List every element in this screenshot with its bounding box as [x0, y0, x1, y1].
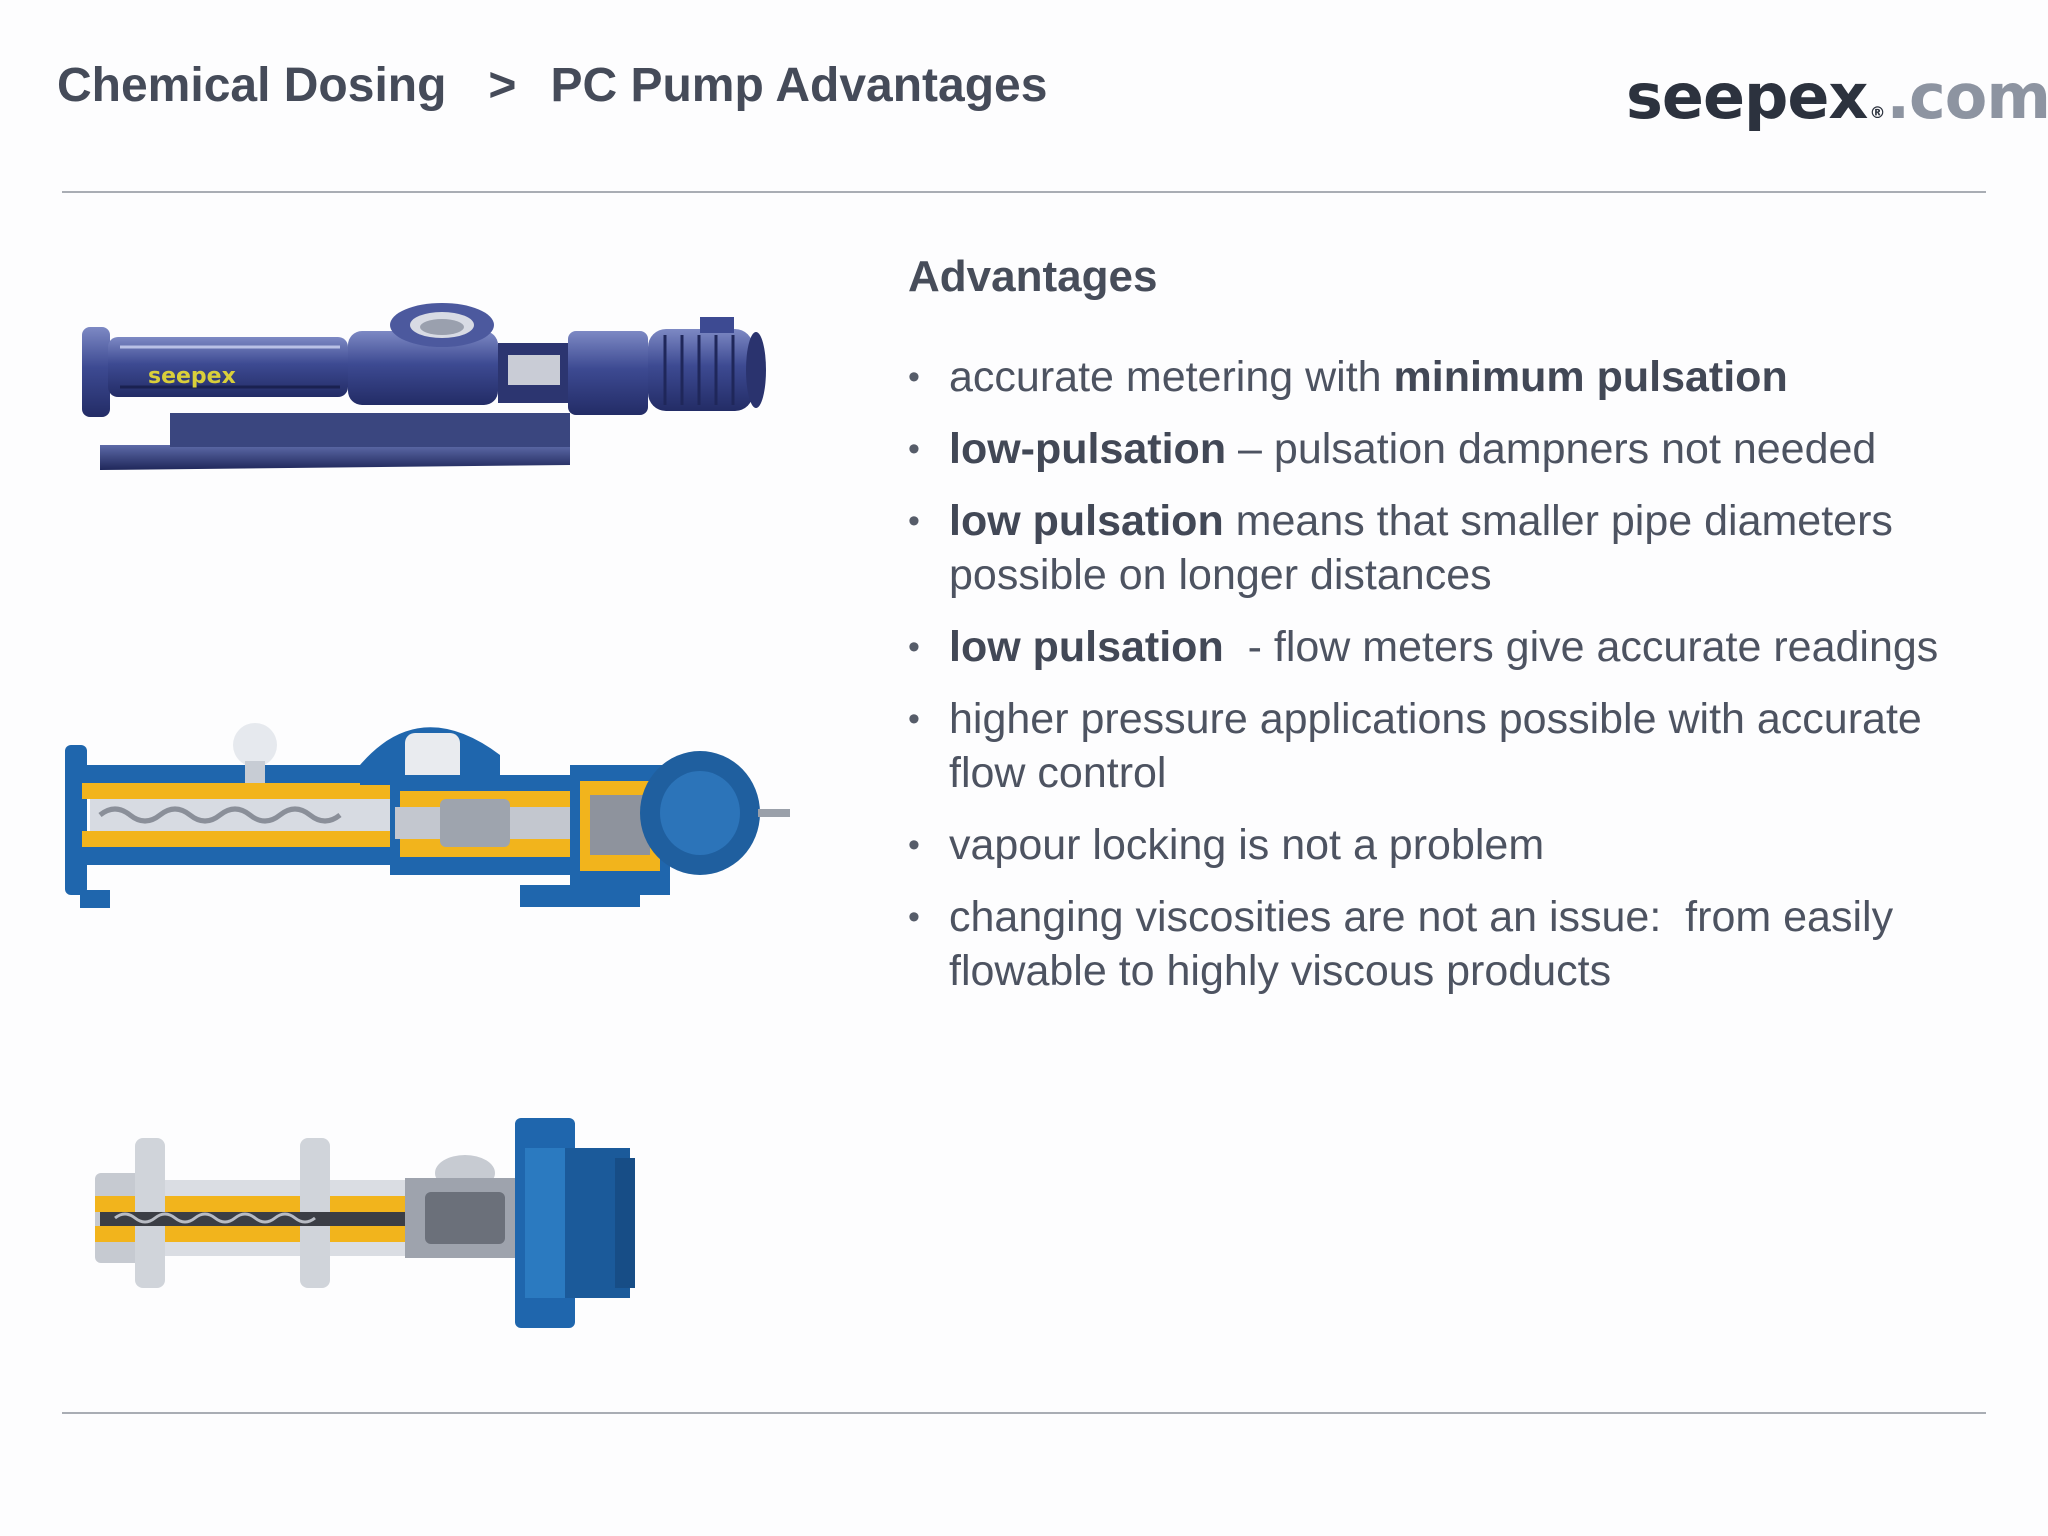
advantage-item: • higher pressure applications possible w… — [908, 692, 1998, 800]
breadcrumb-section: Chemical Dosing — [57, 59, 447, 112]
advantage-text: changing viscosities are not an issue: f… — [949, 893, 1906, 995]
bullet-marker: • — [908, 628, 920, 666]
advantages-section: Advantages • accurate metering with minim… — [908, 252, 1998, 1016]
advantages-heading: Advantages — [908, 252, 1158, 301]
logo-registered-mark: ® — [1869, 103, 1885, 122]
advantage-text: – pulsation dampners not needed — [1226, 425, 1877, 473]
pump-cutaway-small-image — [95, 1118, 640, 1333]
advantage-text: vapour locking is not a problem — [949, 821, 1545, 869]
breadcrumb: Chemical Dosing > PC Pump Advantages — [57, 58, 1047, 113]
casing-brand-text: seepex — [148, 364, 236, 389]
pump-cutaway-image — [60, 695, 790, 915]
bullet-marker: • — [908, 700, 920, 738]
advantage-text: higher pressure applications possible wi… — [949, 695, 1934, 797]
advantage-text: means that smaller pipe diameters possib… — [949, 497, 1905, 599]
advantage-emphasis: low-pulsation — [949, 425, 1227, 473]
advantage-item: • low-pulsation – pulsation dampners not … — [908, 422, 1998, 476]
bullet-marker: • — [908, 826, 920, 864]
bullet-marker: • — [908, 358, 920, 396]
footer-divider — [62, 1412, 1986, 1414]
pump-assembly-image: seepex — [70, 295, 790, 485]
advantage-item: • accurate metering with minimum pulsatio… — [908, 350, 1998, 404]
advantage-item: • low pulsation - flow meters give accura… — [908, 620, 1998, 674]
advantage-item: • changing viscosities are not an issue: … — [908, 890, 1998, 998]
page-title: PC Pump Advantages — [550, 59, 1048, 112]
bullet-marker: • — [908, 430, 920, 468]
header-divider — [62, 191, 1986, 193]
bullet-marker: • — [908, 898, 920, 936]
logo-brand: seepex — [1626, 60, 1868, 133]
advantage-item: • low pulsation means that smaller pipe d… — [908, 494, 1998, 602]
logo-tld: .com — [1886, 60, 2048, 133]
advantage-emphasis: low pulsation — [949, 497, 1224, 545]
seepex-logo: seepex®.com — [1626, 60, 2048, 133]
bullet-marker: • — [908, 502, 920, 540]
advantage-item: • vapour locking is not a problem — [908, 818, 1998, 872]
advantage-text: accurate metering with — [949, 353, 1394, 401]
advantage-text: - flow meters give accurate readings — [1223, 623, 1939, 671]
advantage-emphasis: low pulsation — [949, 623, 1224, 671]
advantage-emphasis: minimum pulsation — [1393, 353, 1788, 401]
breadcrumb-separator: > — [488, 59, 517, 112]
advantages-list: • accurate metering with minimum pulsatio… — [908, 350, 1998, 998]
